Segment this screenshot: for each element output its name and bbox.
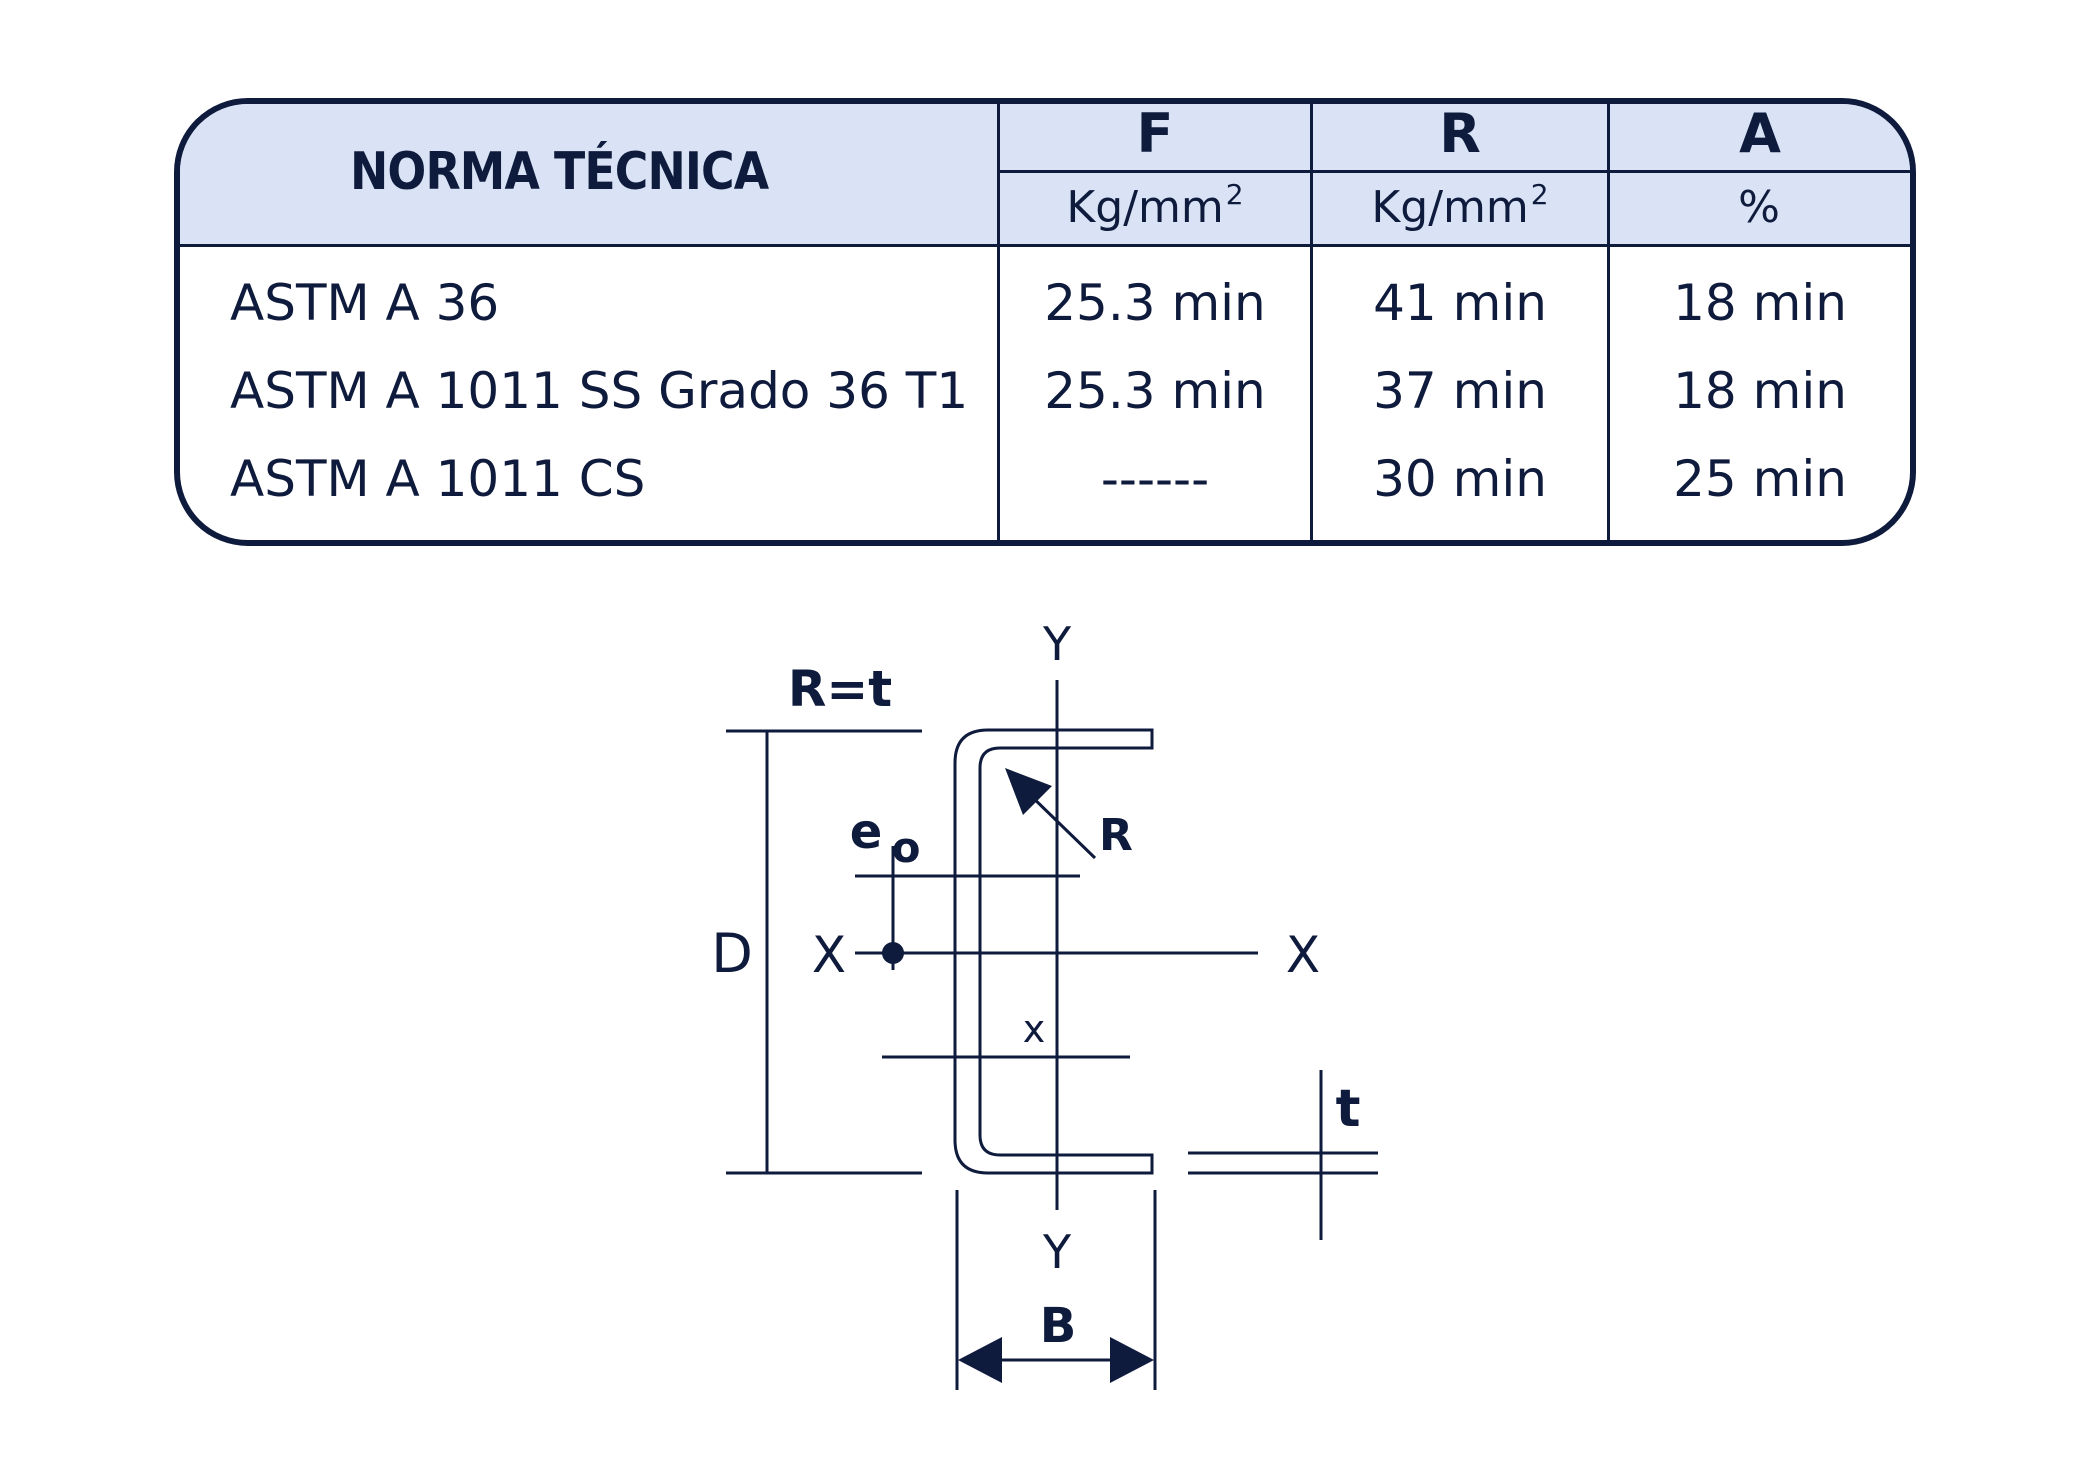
header-r-letter: R — [1439, 102, 1481, 165]
row-1-r: 41 min — [1373, 274, 1547, 332]
row-2-r: 37 min — [1373, 362, 1547, 420]
x-left-label: X — [812, 926, 846, 984]
b-right-arrowhead — [1110, 1337, 1154, 1383]
header-f-unit: Kg/mm2 — [1066, 178, 1244, 233]
y-bottom-label: Y — [1042, 1225, 1072, 1279]
shear-center-dot — [882, 942, 904, 964]
column-divider — [1310, 104, 1313, 540]
y-top-label: Y — [1042, 617, 1072, 671]
b-label: B — [1040, 1298, 1077, 1354]
r-eq-t-label: R=t — [788, 660, 892, 718]
x-right-label: X — [1286, 926, 1320, 984]
table-header-background — [180, 104, 1910, 244]
r-label: R — [1099, 810, 1133, 861]
row-3-f: ------ — [1100, 450, 1210, 508]
row-1-f: 25.3 min — [1044, 274, 1266, 332]
row-1-norma: ASTM A 36 — [230, 274, 500, 332]
b-left-arrowhead — [958, 1337, 1002, 1383]
row-2-a: 18 min — [1673, 362, 1847, 420]
column-divider — [1607, 104, 1610, 540]
header-norma-tecnica: NORMA TÉCNICA — [350, 142, 769, 202]
spec-table: NORMA TÉCNICA F Kg/mm2 R Kg/mm2 A % ASTM… — [174, 98, 1916, 546]
t-label: t — [1336, 1079, 1361, 1139]
row-3-norma: ASTM A 1011 CS — [230, 450, 646, 508]
o-label: o — [892, 823, 921, 872]
header-bottom-rule — [180, 244, 1910, 247]
row-1-a: 18 min — [1673, 274, 1847, 332]
d-label: D — [711, 922, 753, 985]
row-2-f: 25.3 min — [1044, 362, 1266, 420]
header-a-letter: A — [1739, 102, 1781, 165]
header-a-unit: % — [1738, 182, 1780, 233]
e-label: e — [850, 804, 883, 860]
row-3-a: 25 min — [1673, 450, 1847, 508]
header-f-letter: F — [1136, 102, 1174, 165]
r-arrowhead — [1005, 768, 1052, 815]
row-2-norma: ASTM A 1011 SS Grado 36 T1 — [230, 362, 969, 420]
channel-outer-outline — [953, 728, 1154, 1175]
header-divider — [998, 170, 1910, 173]
row-3-r: 30 min — [1373, 450, 1547, 508]
column-divider — [997, 104, 1000, 540]
header-r-unit: Kg/mm2 — [1371, 178, 1549, 233]
x-small-label: x — [1023, 1007, 1046, 1051]
